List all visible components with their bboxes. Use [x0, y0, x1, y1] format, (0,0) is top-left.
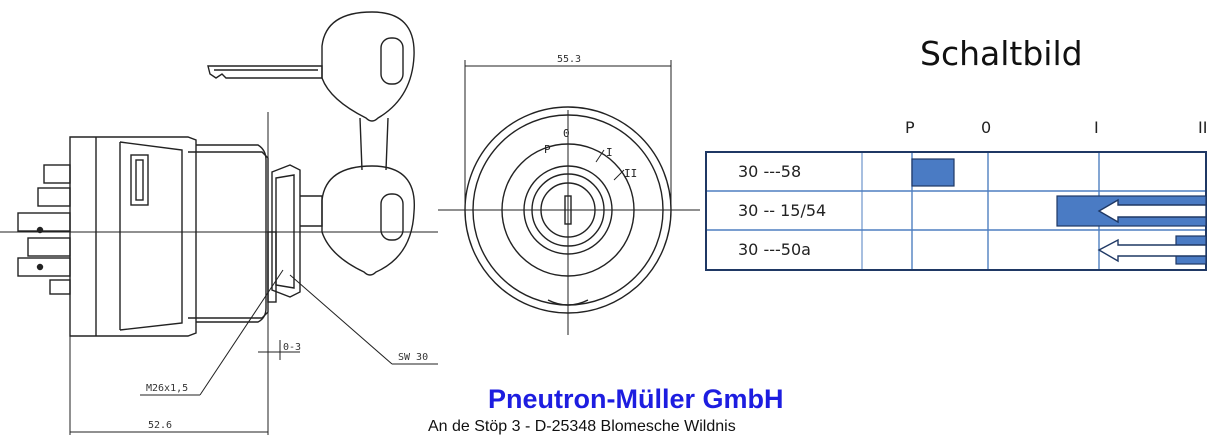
schaltbild-title: Schaltbild — [920, 34, 1083, 73]
row-label-50a: 30 ---50a — [738, 240, 811, 259]
dim-gap-label: 0-3 — [283, 342, 301, 353]
row-label-58: 30 ---58 — [738, 162, 802, 181]
company-address: An de Stöp 3 - D-25348 Blomesche Wildnis — [428, 418, 736, 435]
row-label-15-54: 30 -- 15/54 — [738, 201, 827, 220]
position-label-0: 0 — [981, 118, 992, 137]
switching-table — [705, 151, 1207, 271]
face-mark-i: I — [606, 146, 613, 159]
face-mark-p: P — [544, 143, 551, 156]
dim-thread-label: M26x1,5 — [146, 383, 188, 394]
dim-width-label: 55.3 — [557, 54, 581, 65]
dim-length-label: 52.6 — [148, 420, 172, 431]
dim-wrench-label: SW 30 — [398, 352, 428, 363]
face-mark-0: 0 — [563, 127, 570, 140]
front-view — [438, 60, 700, 335]
position-label-i: I — [1094, 118, 1099, 137]
position-label-ii: II — [1198, 118, 1208, 137]
position-label-p: P — [905, 118, 915, 137]
company-name: Pneutron-Müller GmbH — [488, 384, 784, 414]
face-mark-ii: II — [624, 167, 637, 180]
side-view — [0, 112, 438, 435]
key-icon — [207, 11, 415, 276]
